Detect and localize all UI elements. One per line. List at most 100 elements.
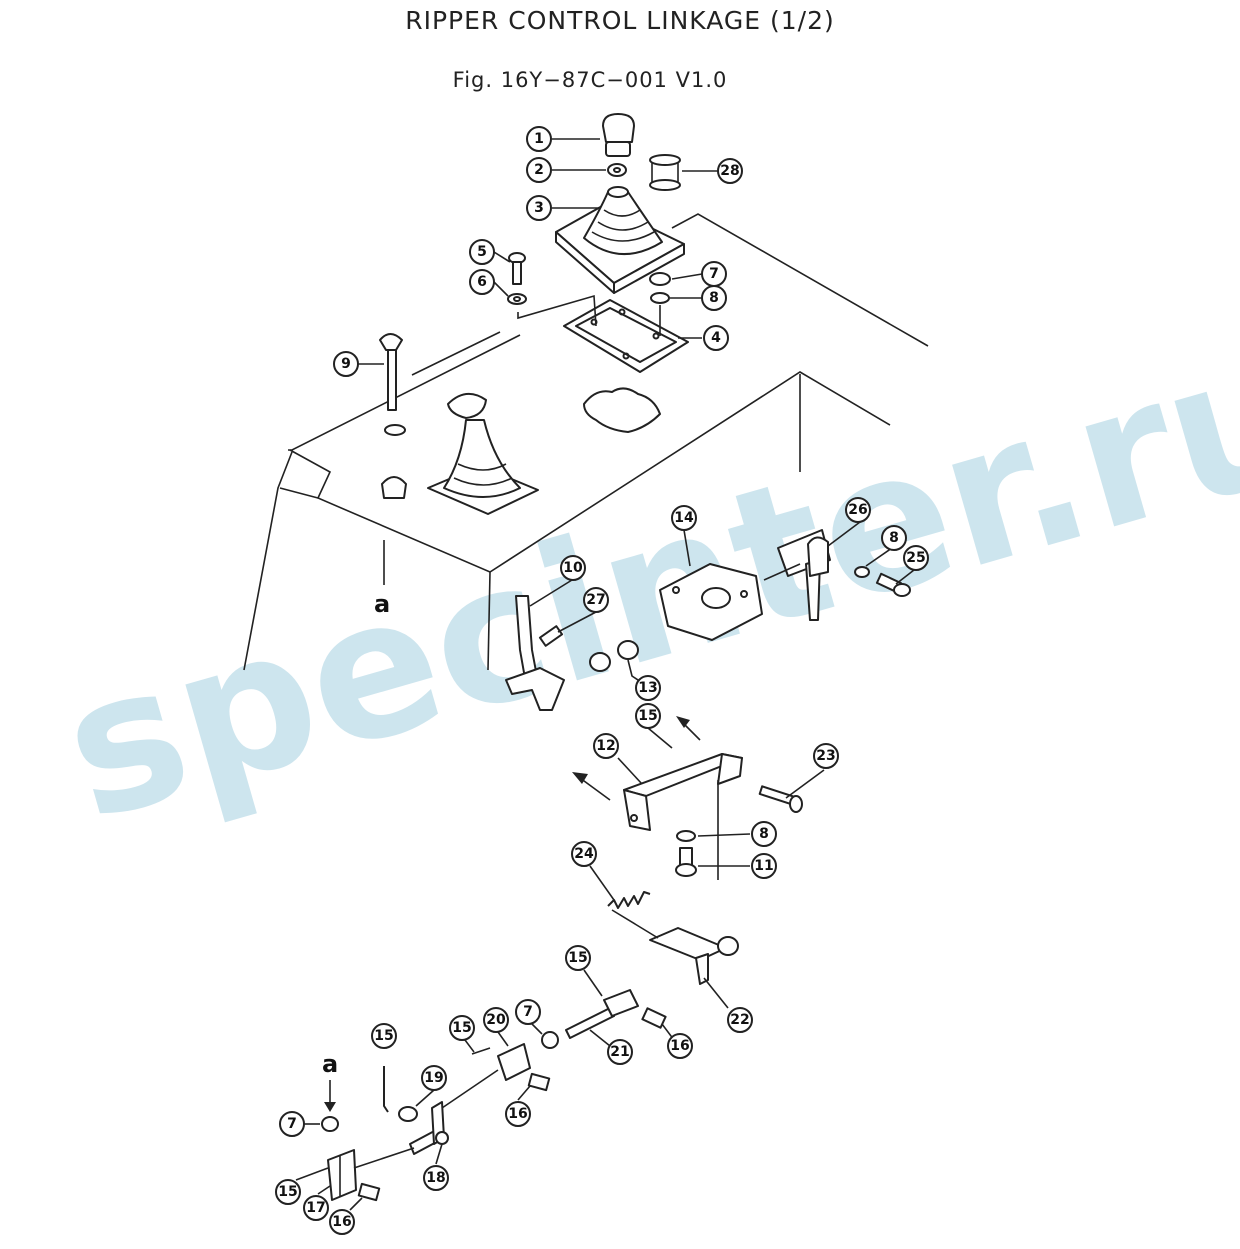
svg-text:15: 15 [374, 1028, 393, 1044]
svg-text:16: 16 [670, 1038, 689, 1054]
nut-part-7-mid [541, 1031, 559, 1049]
callout-15-d: 15 [275, 1179, 301, 1205]
plate-part-4 [563, 299, 689, 373]
lever-part-26 [777, 529, 831, 621]
svg-text:15: 15 [568, 950, 587, 966]
svg-text:26: 26 [848, 502, 867, 518]
svg-text:18: 18 [426, 1170, 445, 1186]
bracket-part-14 [659, 563, 763, 641]
leader-line [517, 294, 597, 327]
leader-lines [295, 138, 915, 1211]
svg-text:21: 21 [610, 1044, 629, 1060]
svg-text:15: 15 [278, 1184, 297, 1200]
callout-23: 23 [813, 743, 839, 769]
callout-16-a: 16 [667, 1033, 693, 1059]
svg-text:8: 8 [759, 826, 769, 842]
callout-22: 22 [727, 1007, 753, 1033]
knob-part-1 [602, 113, 635, 157]
pin-part-23 [758, 785, 803, 813]
callout-3: 3 [526, 195, 552, 221]
arrow-lower [572, 772, 611, 801]
callout-25: 25 [903, 545, 929, 571]
svg-text:17: 17 [306, 1200, 325, 1216]
svg-text:10: 10 [563, 560, 583, 576]
callout-16-b: 16 [505, 1101, 531, 1127]
svg-text:6: 6 [477, 274, 487, 290]
view-letter-a-lower: a [322, 1050, 338, 1078]
svg-text:16: 16 [332, 1214, 351, 1230]
pin-part-16-c [357, 1182, 381, 1202]
arrow-upper [676, 716, 701, 741]
rod-part-21 [565, 989, 639, 1039]
svg-text:5: 5 [477, 244, 487, 260]
gasket-outline [583, 387, 661, 433]
callout-11: 11 [751, 853, 777, 879]
callout-8-top: 8 [701, 285, 727, 311]
arm-part-18 [409, 1101, 449, 1155]
callout-8-mid: 8 [881, 525, 907, 551]
lever-part-9 [379, 333, 407, 499]
nut-part-7-top [649, 272, 671, 286]
pin-part-16-b [527, 1072, 551, 1092]
svg-text:14: 14 [674, 510, 694, 526]
lever-part-10 [505, 595, 565, 711]
svg-text:25: 25 [906, 550, 925, 566]
callout-18: 18 [423, 1165, 449, 1191]
svg-text:8: 8 [889, 530, 899, 546]
callout-24: 24 [571, 841, 597, 867]
callout-15-mid: 15 [635, 703, 661, 729]
svg-text:7: 7 [709, 266, 719, 282]
svg-text:13: 13 [638, 680, 657, 696]
svg-text:9: 9 [341, 356, 351, 372]
callout-7-mid: 7 [515, 999, 541, 1025]
svg-text:12: 12 [596, 738, 615, 754]
svg-text:28: 28 [720, 163, 739, 179]
bolt-part-11 [675, 847, 697, 877]
callout-17: 17 [303, 1195, 329, 1221]
callout-19: 19 [421, 1065, 447, 1091]
pin-part-16-a [641, 1007, 667, 1029]
washer-part-8-top [650, 292, 670, 304]
callout-7-low: 7 [279, 1111, 305, 1137]
pin-part-15-low [383, 1066, 389, 1113]
svg-text:7: 7 [287, 1116, 297, 1132]
callout-20: 20 [483, 1007, 509, 1033]
callout-1: 1 [526, 126, 552, 152]
svg-text:7: 7 [523, 1004, 533, 1020]
washer-part-19 [398, 1106, 418, 1122]
washer-part-8-mid [854, 566, 870, 578]
joystick-boot [427, 393, 539, 515]
svg-text:19: 19 [424, 1070, 443, 1086]
view-letter-a-upper: a [374, 590, 390, 618]
svg-text:4: 4 [711, 330, 721, 346]
nut-part-2 [607, 163, 627, 177]
svg-text:8: 8 [709, 290, 719, 306]
callout-15-c: 15 [371, 1023, 397, 1049]
callout-6: 6 [469, 269, 495, 295]
callout-14: 14 [671, 505, 697, 531]
svg-text:24: 24 [574, 846, 594, 862]
clevis-part-20 [471, 1043, 531, 1081]
svg-text:15: 15 [638, 708, 657, 724]
page-title: RIPPER CONTROL LINKAGE (1/2) [405, 6, 835, 35]
callout-15-a: 15 [565, 945, 591, 971]
spring-part-24 [607, 891, 651, 909]
svg-text:22: 22 [730, 1012, 749, 1028]
svg-text:2: 2 [534, 162, 544, 178]
callout-2: 2 [526, 157, 552, 183]
svg-text:27: 27 [586, 592, 605, 608]
svg-text:16: 16 [508, 1106, 527, 1122]
screw-part-5 [508, 252, 526, 285]
callout-27: 27 [583, 587, 609, 613]
callout-26: 26 [845, 497, 871, 523]
svg-text:23: 23 [816, 748, 835, 764]
svg-text:15: 15 [452, 1020, 471, 1036]
svg-text:20: 20 [486, 1012, 506, 1028]
callout-8-low: 8 [751, 821, 777, 847]
callout-7-top: 7 [701, 261, 727, 287]
pin-part-27 [538, 625, 564, 647]
boot-part-3 [555, 186, 685, 294]
console-outline [243, 213, 929, 671]
clevis-part-17 [327, 1149, 357, 1201]
